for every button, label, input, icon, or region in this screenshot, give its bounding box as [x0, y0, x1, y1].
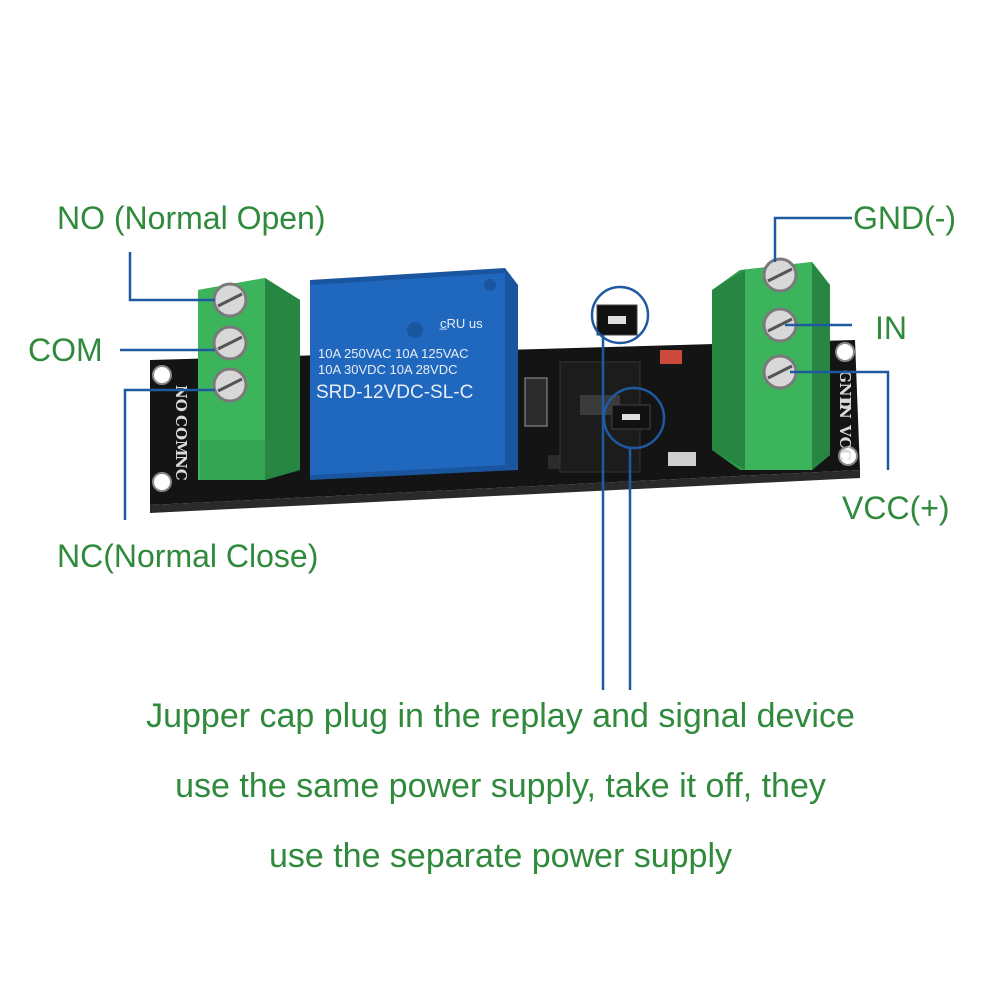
jumper-bottom — [611, 404, 651, 430]
label-nc: NC(Normal Close) — [57, 538, 319, 574]
caption-line-3: use the separate power supply — [268, 837, 733, 875]
silkscreen-right: GND IN VCC — [836, 370, 854, 461]
leader-vcc — [790, 370, 890, 470]
label-gnd: GND(-) — [853, 200, 957, 236]
silk-com: COM — [172, 415, 190, 457]
leader-lines — [120, 216, 890, 690]
relay-rating-line1: 10A 250VAC 10A 125VAC — [318, 346, 469, 361]
leader-gnd — [773, 216, 852, 262]
silk-in: IN — [836, 398, 854, 419]
cert-mark: c̲RU us — [439, 316, 483, 331]
relay: c̲RU us 10A 250VAC 10A 125VAC 10A 30VDC … — [310, 268, 518, 480]
silk-vcc: VCC — [836, 424, 854, 461]
jumper-top — [596, 304, 638, 336]
caption-line-2: use the same power supply, take it off, … — [175, 767, 826, 805]
leader-no — [128, 252, 215, 302]
relay-model: SRD-12VDC-SL-C — [316, 382, 473, 403]
label-in: IN — [875, 310, 907, 346]
jumper-top-highlight — [590, 285, 650, 345]
silk-no: NO — [172, 385, 190, 412]
silk-gnd: GND — [836, 370, 854, 410]
relay-rating-line2: 10A 30VDC 10A 28VDC — [318, 362, 457, 377]
silkscreen-left: NO COM NC — [172, 385, 190, 481]
caption-line-1: Jupper cap plug in the replay and signal… — [146, 697, 855, 735]
label-vcc: VCC(+) — [842, 490, 950, 526]
label-no: NO (Normal Open) — [57, 200, 326, 236]
terminal-block-right — [712, 257, 830, 470]
silk-nc: NC — [172, 455, 190, 481]
label-com: COM — [28, 332, 103, 368]
leader-nc — [123, 388, 215, 520]
terminal-block-left — [198, 278, 300, 480]
